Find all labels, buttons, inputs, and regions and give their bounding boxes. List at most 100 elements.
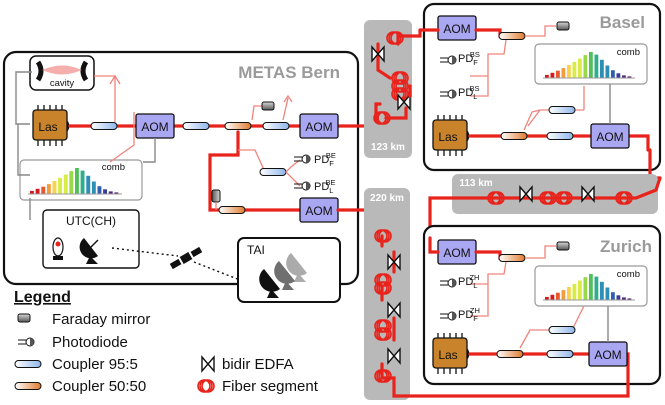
basel-coupler50-2 <box>500 132 528 140</box>
comb-line <box>86 175 91 194</box>
comb-line <box>58 177 62 194</box>
legend-edfa-label: bidir EDFA <box>222 356 294 373</box>
bern-coupler50-2 <box>218 206 246 214</box>
comb-line <box>52 181 57 194</box>
comb-line <box>35 188 40 194</box>
comb-line <box>616 295 621 300</box>
legend-coupler50-label: Coupler 50:50 <box>52 378 146 395</box>
comb-line <box>103 189 107 194</box>
comb-line <box>550 294 555 300</box>
bern-aom-2-label: AOM <box>305 120 332 134</box>
comb-line <box>69 171 74 194</box>
zurich-pd-f-label: PDFZH <box>458 306 480 323</box>
legend-coupler95-label: Coupler 95:5 <box>52 356 138 373</box>
basel-coupler50-1 <box>498 32 526 40</box>
cavity-lock-line <box>15 71 32 125</box>
comb-line <box>611 292 615 300</box>
bern-coupler95-2 <box>182 122 210 130</box>
comb-line <box>583 55 588 78</box>
comb-line <box>589 274 593 300</box>
legend-edfa-icon <box>201 356 215 372</box>
bern-aom-1-label: AOM <box>141 120 168 134</box>
bern-aom-3-label: AOM <box>305 204 332 218</box>
bern-laser-label: Las <box>38 120 57 134</box>
satellite-icon <box>169 246 203 270</box>
comb-line <box>97 186 102 194</box>
basel-comb-spectrum <box>543 52 635 79</box>
bern-coupler95-1 <box>90 122 118 130</box>
basel-coupler95-2 <box>548 106 576 114</box>
zurich-coupler50-2 <box>496 350 524 358</box>
tai-label: TAI <box>247 243 265 257</box>
comb-line <box>600 281 604 300</box>
legend-fiber-icon <box>197 379 215 393</box>
comb-line <box>30 190 34 194</box>
zurich-coupler95-2 <box>548 326 576 334</box>
comb-line <box>578 280 582 300</box>
basel-pd-f-label: PDFBS <box>458 50 480 67</box>
basel-coupler95-1 <box>546 132 574 140</box>
comb-line <box>611 70 615 78</box>
comb-line <box>616 73 621 78</box>
basel-laser-label: Las <box>438 130 457 144</box>
comb-line <box>108 191 113 194</box>
basel-comb-label: comb <box>617 47 640 58</box>
comb-line <box>589 52 593 78</box>
comb-line <box>572 283 577 300</box>
comb-line <box>561 290 566 300</box>
comb-line <box>545 296 549 300</box>
zurich-coupler95-1 <box>546 350 574 358</box>
comb-line <box>91 181 96 194</box>
comb-line <box>594 54 599 78</box>
comb-line <box>561 68 566 78</box>
comb-line <box>556 292 560 300</box>
bern-faraday-2 <box>211 189 221 203</box>
bern-coupler95-4 <box>259 168 287 176</box>
legend-fiber-label: Fiber segment <box>222 378 319 395</box>
bern-faraday-1 <box>261 101 275 111</box>
bern-coupler95-3 <box>262 122 290 130</box>
comb-line <box>545 74 549 78</box>
satellite-dish-icon <box>79 238 99 264</box>
zurich-title: Zurich <box>600 237 652 256</box>
zurich-coupler50-1 <box>498 254 526 262</box>
cavity: cavity <box>29 55 95 91</box>
comb-line <box>622 297 626 300</box>
utc-box: UTC(CH) <box>42 209 140 269</box>
cavity-label: cavity <box>50 78 75 89</box>
bern-comb-label: comb <box>102 162 125 173</box>
comb-line <box>572 61 577 78</box>
zurich-pd-l-label: PDLZH <box>458 273 479 290</box>
utc-label: UTC(CH) <box>66 214 116 228</box>
comb-line <box>114 192 119 194</box>
tai-box: TAI <box>237 237 341 303</box>
legend-coupler95-icon <box>14 360 42 368</box>
comb-line <box>550 72 555 78</box>
span-basel-zurich-label: 113 km <box>459 178 492 189</box>
comb-line <box>594 276 599 300</box>
comb-line <box>567 287 571 300</box>
zurich-faraday-1 <box>556 241 570 251</box>
comb-line <box>41 186 46 194</box>
zurich-comb-label: comb <box>617 269 640 280</box>
zurich-comb-spectrum <box>543 274 635 301</box>
comb-line <box>80 170 85 194</box>
zurich-aom-2-label: AOM <box>594 348 621 362</box>
clock-icon <box>52 237 64 260</box>
zurich-aom-1-label: AOM <box>443 246 470 260</box>
span-bern-basel-label: 123 km <box>371 142 405 153</box>
comb-line <box>622 75 626 78</box>
comb-line <box>627 76 632 78</box>
comb-line <box>578 58 582 78</box>
comb-line <box>627 298 632 300</box>
comb-line <box>583 277 588 300</box>
legend-coupler50-icon <box>14 382 42 390</box>
basel-pd-l-label: PDLBS <box>458 84 479 101</box>
comb-line <box>556 70 560 78</box>
legend-photodiode-label: Photodiode <box>52 334 128 351</box>
comb-line <box>75 168 79 194</box>
bern-coupler50-1 <box>224 122 252 130</box>
basel-title: Basel <box>600 13 645 32</box>
bern-title: METAS Bern <box>238 63 340 82</box>
